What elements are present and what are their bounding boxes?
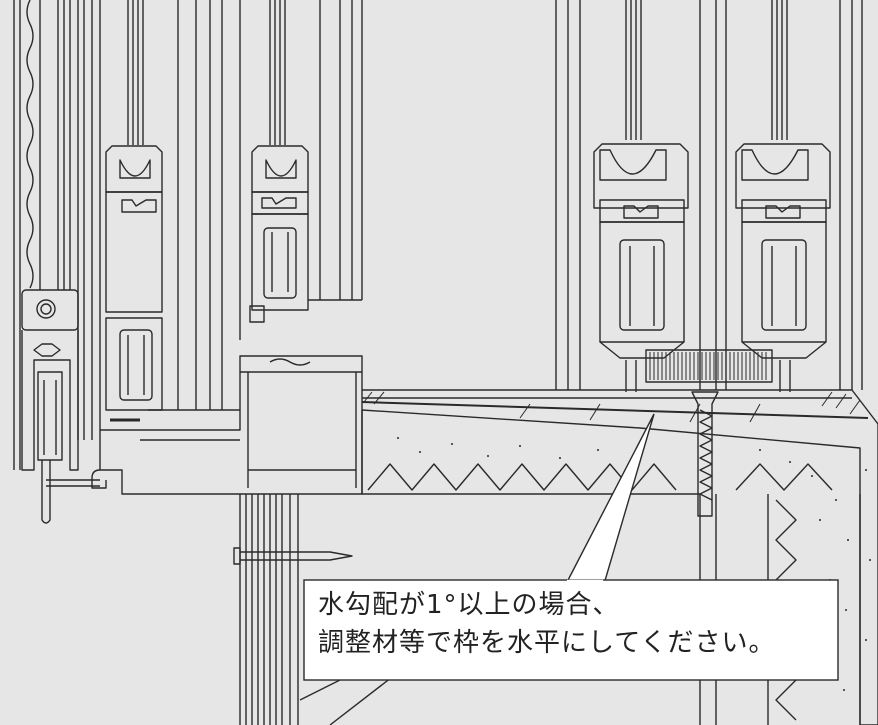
screen-frame-left xyxy=(13,0,85,524)
callout-line-2: 調整材等で枠を水平にしてください。 xyxy=(318,628,776,658)
sash-left-inner xyxy=(91,0,240,440)
callout-text: 水勾配が1°以上の場合、 調整材等で枠を水平にしてください。 xyxy=(318,586,828,662)
wall-structure xyxy=(233,389,878,725)
sash-right-group xyxy=(555,0,863,392)
callout-line-1: 水勾配が1°以上の場合、 xyxy=(318,590,620,620)
callout xyxy=(303,413,839,681)
sash-left-outer xyxy=(239,0,363,340)
